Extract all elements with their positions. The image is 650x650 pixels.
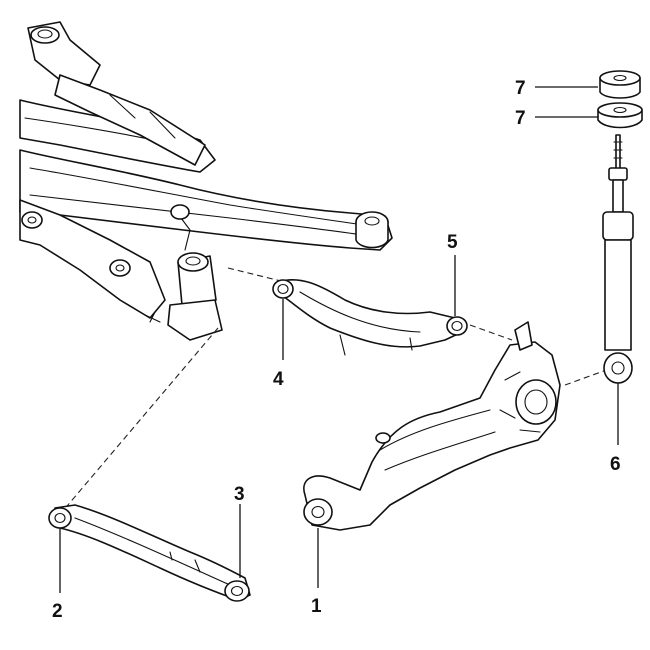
callout-5: 5: [447, 232, 458, 253]
upper-control-arm: [272, 278, 468, 356]
shock-absorber: [602, 134, 634, 384]
leader-lines: [59, 86, 619, 593]
callout-7-upper: 7: [515, 78, 526, 99]
callout-1: 1: [311, 596, 322, 617]
callout-7-lower: 7: [515, 108, 526, 129]
callout-2: 2: [52, 601, 63, 622]
knuckle-trailing-arm: [303, 321, 561, 531]
callout-3: 3: [234, 484, 245, 505]
callout-4: 4: [273, 369, 284, 390]
rear-subframe: [19, 21, 393, 341]
mount-bushings: [597, 70, 643, 129]
callout-labels: 1 2 3 4 5 6 7 7: [52, 78, 621, 622]
lower-lateral-link: [48, 504, 251, 602]
callout-6: 6: [610, 454, 621, 475]
